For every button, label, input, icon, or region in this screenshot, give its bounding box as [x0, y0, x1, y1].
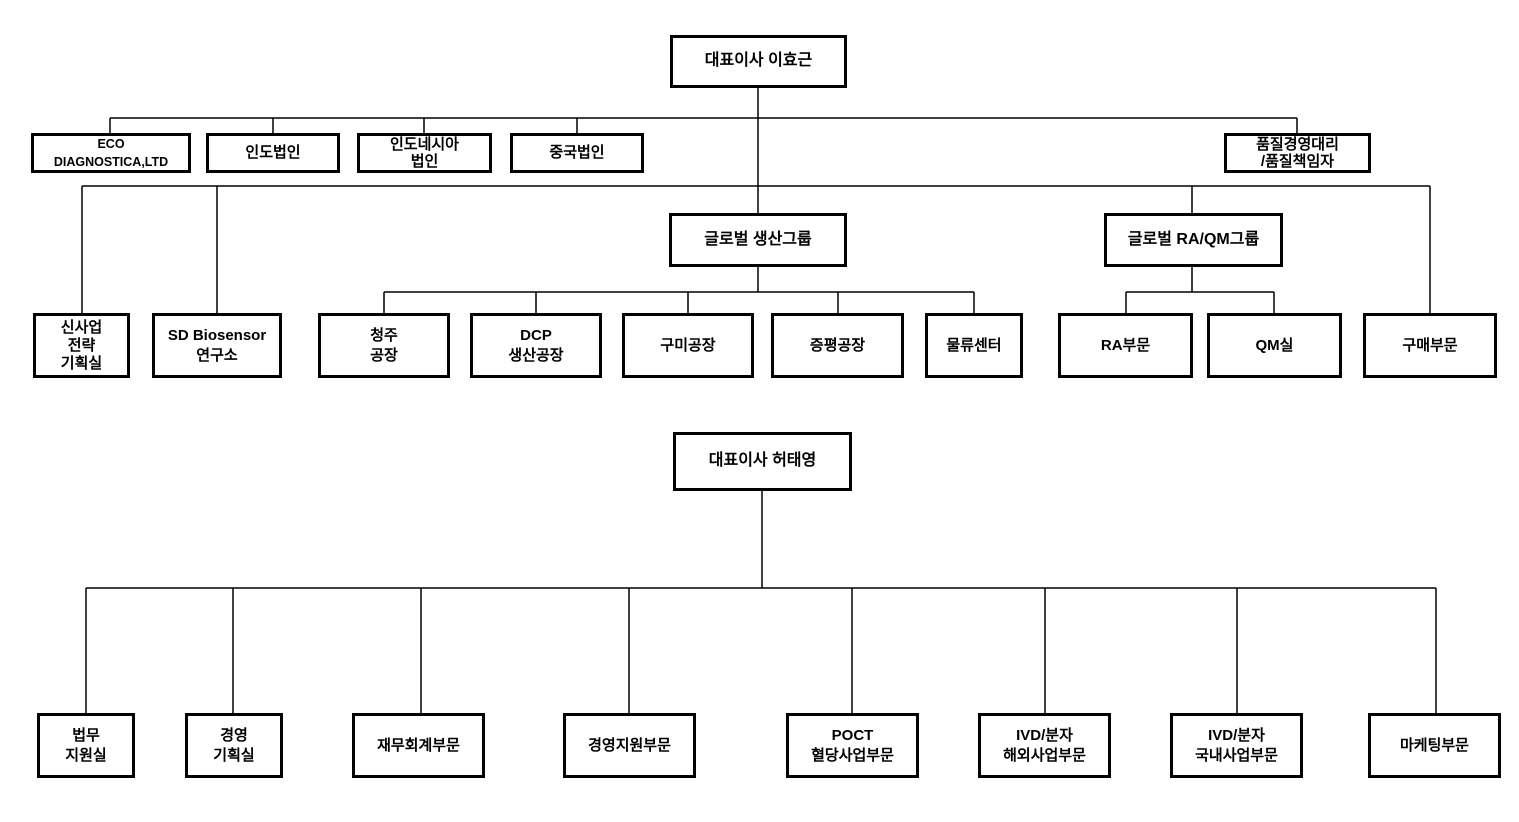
org-node-new-business-strategy: 신사업 전략 기획실: [33, 313, 130, 378]
org-node-cheongju-plant: 청주 공장: [318, 313, 450, 378]
org-node-quality-rep: 품질경영대리 /품질책임자: [1224, 133, 1371, 173]
org-node-india-corp: 인도법인: [206, 133, 340, 173]
org-node-legal-support: 법무 지원실: [37, 713, 135, 778]
org-node-global-production-group: 글로벌 생산그룹: [669, 213, 847, 267]
org-node-ivd-overseas: IVD/분자 해외사업부문: [978, 713, 1111, 778]
org-node-global-raqm-group: 글로벌 RA/QM그룹: [1104, 213, 1283, 267]
org-node-logistics-center: 물류센터: [925, 313, 1023, 378]
org-node-ceo-lee: 대표이사 이효근: [670, 35, 847, 88]
org-node-management-support: 경영지원부문: [563, 713, 696, 778]
org-node-jeungpyeong-plant: 증평공장: [771, 313, 904, 378]
org-node-ceo-heo: 대표이사 허태영: [673, 432, 852, 491]
org-node-eco-diagnostica: ECO DIAGNOSTICA,LTD: [31, 133, 191, 173]
org-node-dcp-plant: DCP 생산공장: [470, 313, 602, 378]
org-node-management-planning: 경영 기획실: [185, 713, 283, 778]
org-node-qm-office: QM실: [1207, 313, 1342, 378]
org-node-finance-accounting: 재무회계부문: [352, 713, 485, 778]
org-node-china-corp: 중국법인: [510, 133, 644, 173]
org-node-poct-glucose: POCT 혈당사업부문: [786, 713, 919, 778]
org-node-gumi-plant: 구미공장: [622, 313, 754, 378]
org-node-purchasing-division: 구매부문: [1363, 313, 1497, 378]
org-node-ivd-domestic: IVD/분자 국내사업부문: [1170, 713, 1303, 778]
org-node-sd-biosensor-lab: SD Biosensor 연구소: [152, 313, 282, 378]
bottom-chart-connectors: [85, 491, 1437, 713]
org-node-indonesia-corp: 인도네시아 법인: [357, 133, 492, 173]
org-node-marketing: 마케팅부문: [1368, 713, 1501, 778]
org-node-ra-division: RA부문: [1058, 313, 1193, 378]
top-chart-connectors: [81, 88, 1431, 313]
